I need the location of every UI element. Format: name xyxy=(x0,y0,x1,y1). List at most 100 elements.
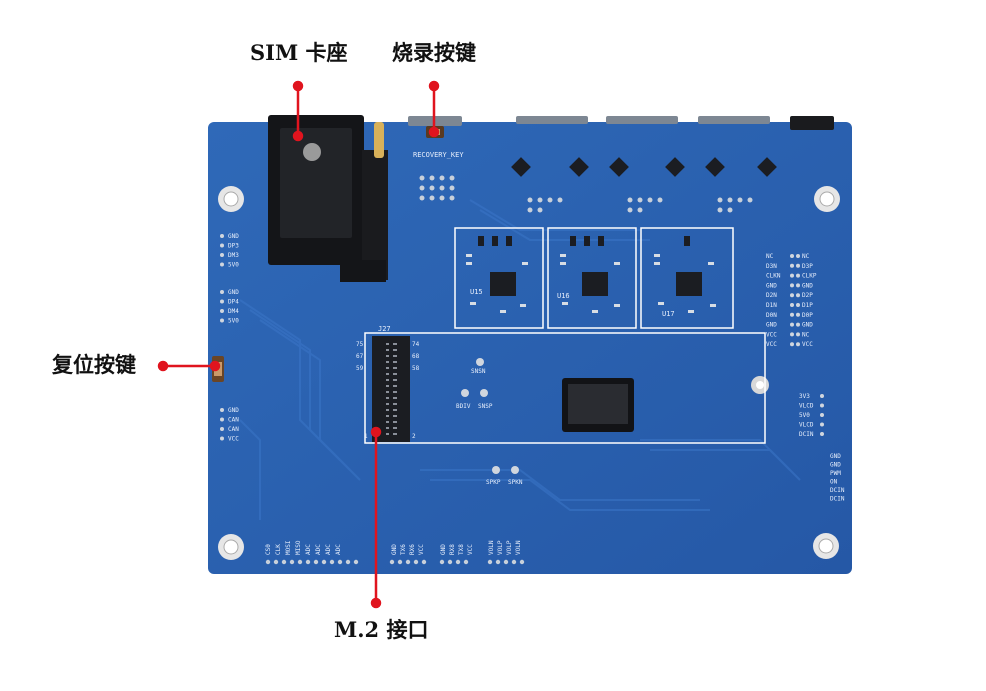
silk-pad xyxy=(820,394,824,398)
reset-key-label: 复位按键 xyxy=(52,352,136,377)
silk-label: GND xyxy=(830,462,841,469)
silk-label: D3N xyxy=(766,263,777,270)
sim-slot-label: SIM 卡座 xyxy=(250,40,348,65)
silk-pad xyxy=(790,263,794,268)
silk-label: GND xyxy=(440,544,447,555)
u17-silk: U17 xyxy=(662,310,675,318)
spkp-silk: SPKP xyxy=(486,479,501,486)
u15-silk: U15 xyxy=(470,288,483,296)
silk-pad xyxy=(790,273,794,278)
pin-67-silk: 67 xyxy=(356,353,364,360)
pin-59-silk: 59 xyxy=(356,365,364,372)
silk-label: ADC xyxy=(335,544,342,555)
silk-label: D2N xyxy=(766,292,777,299)
silk-label: ADC xyxy=(315,544,322,555)
silk-label: ON xyxy=(830,479,838,486)
silk-pad xyxy=(220,243,224,248)
m2-chip xyxy=(562,378,634,432)
top-pad-grid xyxy=(419,175,753,213)
sim-card-holder xyxy=(268,115,388,282)
silk-label: VOLP xyxy=(506,540,513,555)
silk-label: 3V3 xyxy=(799,393,810,400)
silk-pad xyxy=(220,234,224,238)
silk-label: D1P xyxy=(802,302,813,309)
silk-pad xyxy=(220,427,224,431)
pin-74-silk: 74 xyxy=(412,341,420,348)
leader-lines xyxy=(157,80,440,609)
pcb-traces xyxy=(239,199,801,520)
silk-label: CS0 xyxy=(265,544,272,555)
silk-pad xyxy=(790,322,794,327)
silk-label: VOLP xyxy=(497,540,504,555)
silk-label: D3P xyxy=(802,263,813,270)
chip-modules: U15 U16 U17 xyxy=(454,227,734,329)
silk-pad xyxy=(220,309,224,313)
silk-label: PWM xyxy=(830,470,841,477)
silk-label: VLCD xyxy=(799,403,814,410)
silk-pad xyxy=(790,312,794,317)
silk-pad xyxy=(220,436,224,441)
silk-pad xyxy=(220,262,224,267)
silk-label: RX8 xyxy=(449,544,456,555)
silk-pad xyxy=(220,290,224,294)
silk-pad xyxy=(220,253,224,257)
silk-label: DCIN xyxy=(799,431,814,438)
silk-pad xyxy=(790,303,794,307)
silk-label: 5V0 xyxy=(799,412,810,419)
silk-pad xyxy=(796,254,800,258)
silk-label: TX8 xyxy=(458,544,465,555)
silk-label: DCIN xyxy=(830,487,845,494)
m2-connector: J27 75 74 67 68 59 58 1 2 xyxy=(356,325,420,442)
silk-label: D0P xyxy=(802,312,813,319)
silk-label: GND xyxy=(228,289,239,296)
burn-key-label: 烧录按键 xyxy=(392,40,476,65)
bottom-pin-pads xyxy=(265,559,525,565)
silk-pad xyxy=(220,417,224,422)
silk-label: GND xyxy=(228,407,239,414)
silk-pad xyxy=(220,408,224,412)
silk-label: DP3 xyxy=(228,243,239,250)
silk-pad xyxy=(796,273,800,278)
silk-label: DCIN xyxy=(830,496,845,503)
silk-pad xyxy=(820,422,824,427)
silk-label: VCC xyxy=(467,544,474,555)
silk-pad xyxy=(790,254,794,258)
silk-label: NC xyxy=(802,253,810,260)
test-points: SNSN BDIV SNSP SPKP SPKN xyxy=(456,358,523,486)
silk-label: CAN xyxy=(228,417,239,424)
silk-pad xyxy=(820,403,824,408)
silk-label: VOLN xyxy=(488,540,495,555)
silk-pad xyxy=(796,283,800,288)
silk-label: VCC xyxy=(802,341,813,348)
silk-label: 5V0 xyxy=(228,262,239,269)
silk-label: VCC xyxy=(766,341,777,348)
snsp-silk: SNSP xyxy=(478,403,493,410)
silk-label: ADC xyxy=(325,544,332,555)
silk-label: GND xyxy=(766,282,777,289)
bdiv-silk: BDIV xyxy=(456,403,471,410)
mounting-holes xyxy=(218,186,840,560)
pin-75-silk: 75 xyxy=(356,341,364,348)
silk-pad xyxy=(796,303,800,307)
silk-label: MISO xyxy=(295,540,302,555)
pin-58-silk: 58 xyxy=(412,365,420,372)
silk-pad xyxy=(796,322,800,327)
silk-pad xyxy=(220,318,224,323)
silk-label: DM3 xyxy=(228,252,239,259)
silk-pad xyxy=(790,293,794,298)
j27-silk: J27 xyxy=(378,325,391,333)
silk-label: NC xyxy=(802,331,810,338)
silk-label: D1N xyxy=(766,302,777,309)
silk-label: GND xyxy=(391,544,398,555)
silk-label: VCC xyxy=(418,544,425,555)
silk-label: GND xyxy=(228,233,239,240)
silk-label: D2P xyxy=(802,292,813,299)
silk-pad xyxy=(796,332,800,337)
